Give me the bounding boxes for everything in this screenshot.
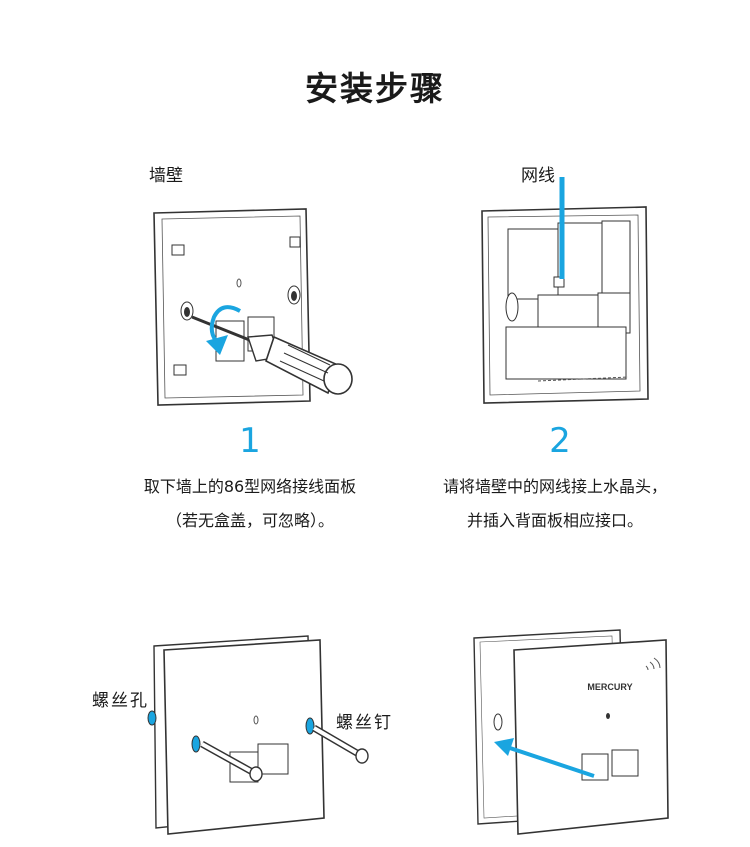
step-2-number: 2 bbox=[549, 421, 571, 461]
step-2-caption-line1: 请将墙壁中的网线接上水晶头， bbox=[442, 477, 667, 496]
step-1-caption-line1: 取下墙上的86型网络接线面板 bbox=[143, 477, 357, 496]
brand-logo: MERCURY bbox=[587, 682, 632, 692]
step4-illustration: MERCURY bbox=[473, 629, 669, 835]
wall-label: 墙壁 bbox=[149, 166, 183, 186]
network-cable-label: 网线 bbox=[521, 166, 555, 186]
step-2-caption-line2: 并插入背面板相应接口。 bbox=[466, 511, 643, 530]
step2-illustration bbox=[481, 177, 649, 404]
step1-illustration bbox=[153, 208, 353, 406]
step-1-caption-line2: （若无盒盖，可忽略）。 bbox=[165, 511, 334, 530]
screw-label: 螺丝钉 bbox=[336, 713, 393, 733]
step-1-number: 1 bbox=[239, 421, 261, 461]
page-title: 安装步骤 bbox=[305, 69, 445, 108]
step3-illustration bbox=[147, 635, 369, 835]
screw-hole-label: 螺丝孔 bbox=[92, 691, 149, 711]
